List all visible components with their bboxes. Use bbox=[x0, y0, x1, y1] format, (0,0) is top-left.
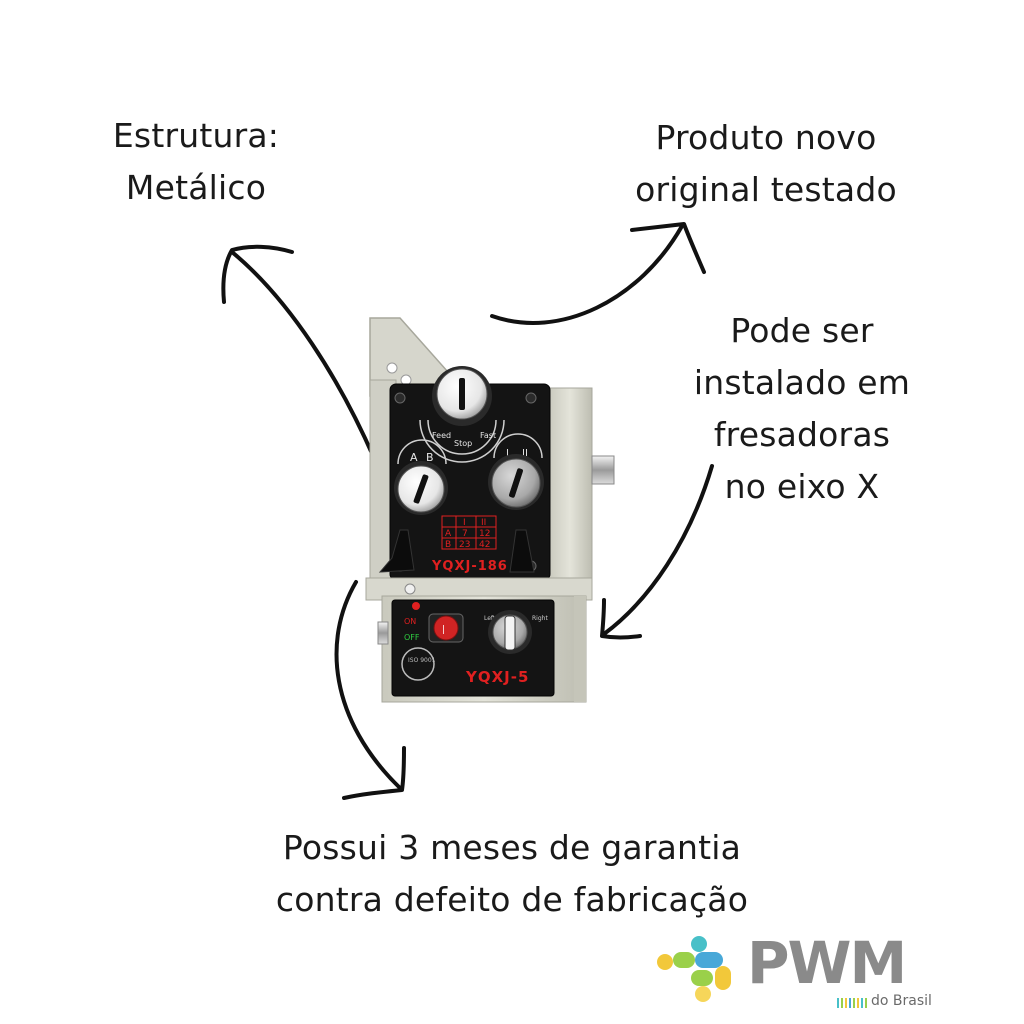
arrow-warranty-head bbox=[342, 746, 406, 800]
arrow-structure-head bbox=[221, 244, 294, 304]
speed-table-row-a-label: A bbox=[445, 529, 452, 539]
callout-install-line-3: fresadoras bbox=[713, 415, 891, 454]
pwm-logo: PWM do Brasil bbox=[655, 928, 965, 1016]
power-button[interactable] bbox=[433, 615, 459, 641]
callout-warranty-line-1: Possui 3 meses de garantia bbox=[282, 828, 742, 867]
direction-right-label: Right bbox=[532, 615, 548, 622]
callout-install-line-1: Pode ser bbox=[730, 311, 874, 350]
logo-wordmark: PWM bbox=[747, 929, 907, 997]
direction-left-label: Left bbox=[484, 615, 496, 622]
label-a: A bbox=[410, 451, 418, 464]
switch-on-label: ON bbox=[404, 617, 416, 626]
callout-structure-line-1: Estrutura: bbox=[112, 116, 280, 155]
lever-left[interactable] bbox=[378, 529, 415, 573]
iso-seal bbox=[401, 647, 435, 681]
iso-label: ISO 9001 bbox=[408, 657, 436, 664]
callout-new-product-line-2: original testado bbox=[635, 170, 897, 209]
label-b: B bbox=[426, 451, 434, 464]
callout-install-line-2: instalado em bbox=[693, 363, 911, 402]
logo-mark-icon bbox=[657, 936, 731, 1002]
label-roman-1: I bbox=[506, 448, 509, 459]
arrow-install-head bbox=[600, 598, 642, 640]
callout-warranty: Possui 3 meses de garantia contra defeit… bbox=[200, 822, 824, 926]
arrow-new-product bbox=[490, 224, 684, 325]
callout-structure-line-2: Metálico bbox=[125, 168, 267, 207]
callout-structure: Estrutura: Metálico bbox=[60, 110, 332, 214]
arrow-structure bbox=[230, 250, 376, 460]
lower-model-label: YQXJ-5 bbox=[465, 668, 529, 686]
arrows bbox=[221, 222, 714, 800]
arrow-new-product-head bbox=[630, 222, 706, 274]
callout-warranty-line-2: contra defeito de fabricação bbox=[275, 880, 749, 919]
logo-subtitle: do Brasil bbox=[871, 993, 932, 1009]
logo-bars-icon bbox=[837, 998, 867, 1008]
upper-model-label: YQXJ-186 bbox=[431, 559, 508, 574]
speed-table: I II A 7 12 B 23 42 bbox=[441, 515, 497, 550]
speed-table-header-1: I bbox=[463, 518, 466, 528]
upper-unit: Feed Stop Fast A B I II I II A bbox=[369, 317, 615, 585]
feed-label-fast: Fast bbox=[480, 431, 496, 440]
speed-table-row-b-1: 23 bbox=[459, 540, 470, 550]
lever-right[interactable] bbox=[509, 529, 535, 573]
speed-table-row-b-2: 42 bbox=[479, 540, 490, 550]
feed-label-feed: Feed bbox=[432, 431, 451, 440]
callout-new-product: Produto novo original testado bbox=[590, 112, 942, 216]
arrow-install bbox=[602, 464, 714, 636]
speed-table-row-a-1: 7 bbox=[462, 529, 468, 539]
speed-table-header-2: II bbox=[481, 518, 486, 528]
speed-table-row-b-label: B bbox=[445, 540, 451, 550]
arrow-warranty bbox=[334, 580, 402, 790]
speed-table-row-a-2: 12 bbox=[479, 529, 490, 539]
callout-new-product-line-1: Produto novo bbox=[655, 118, 877, 157]
svg-text:|: | bbox=[442, 625, 445, 635]
callout-install-line-4: no eixo X bbox=[724, 467, 880, 506]
lower-unit: ON OFF | ISO 9001 Left Right YQXJ-5 bbox=[377, 595, 587, 703]
switch-off-label: OFF bbox=[404, 633, 420, 642]
callout-install: Pode ser instalado em fresadoras no eixo… bbox=[660, 305, 944, 513]
label-roman-2: II bbox=[522, 448, 528, 459]
feed-label-stop: Stop bbox=[454, 439, 472, 448]
